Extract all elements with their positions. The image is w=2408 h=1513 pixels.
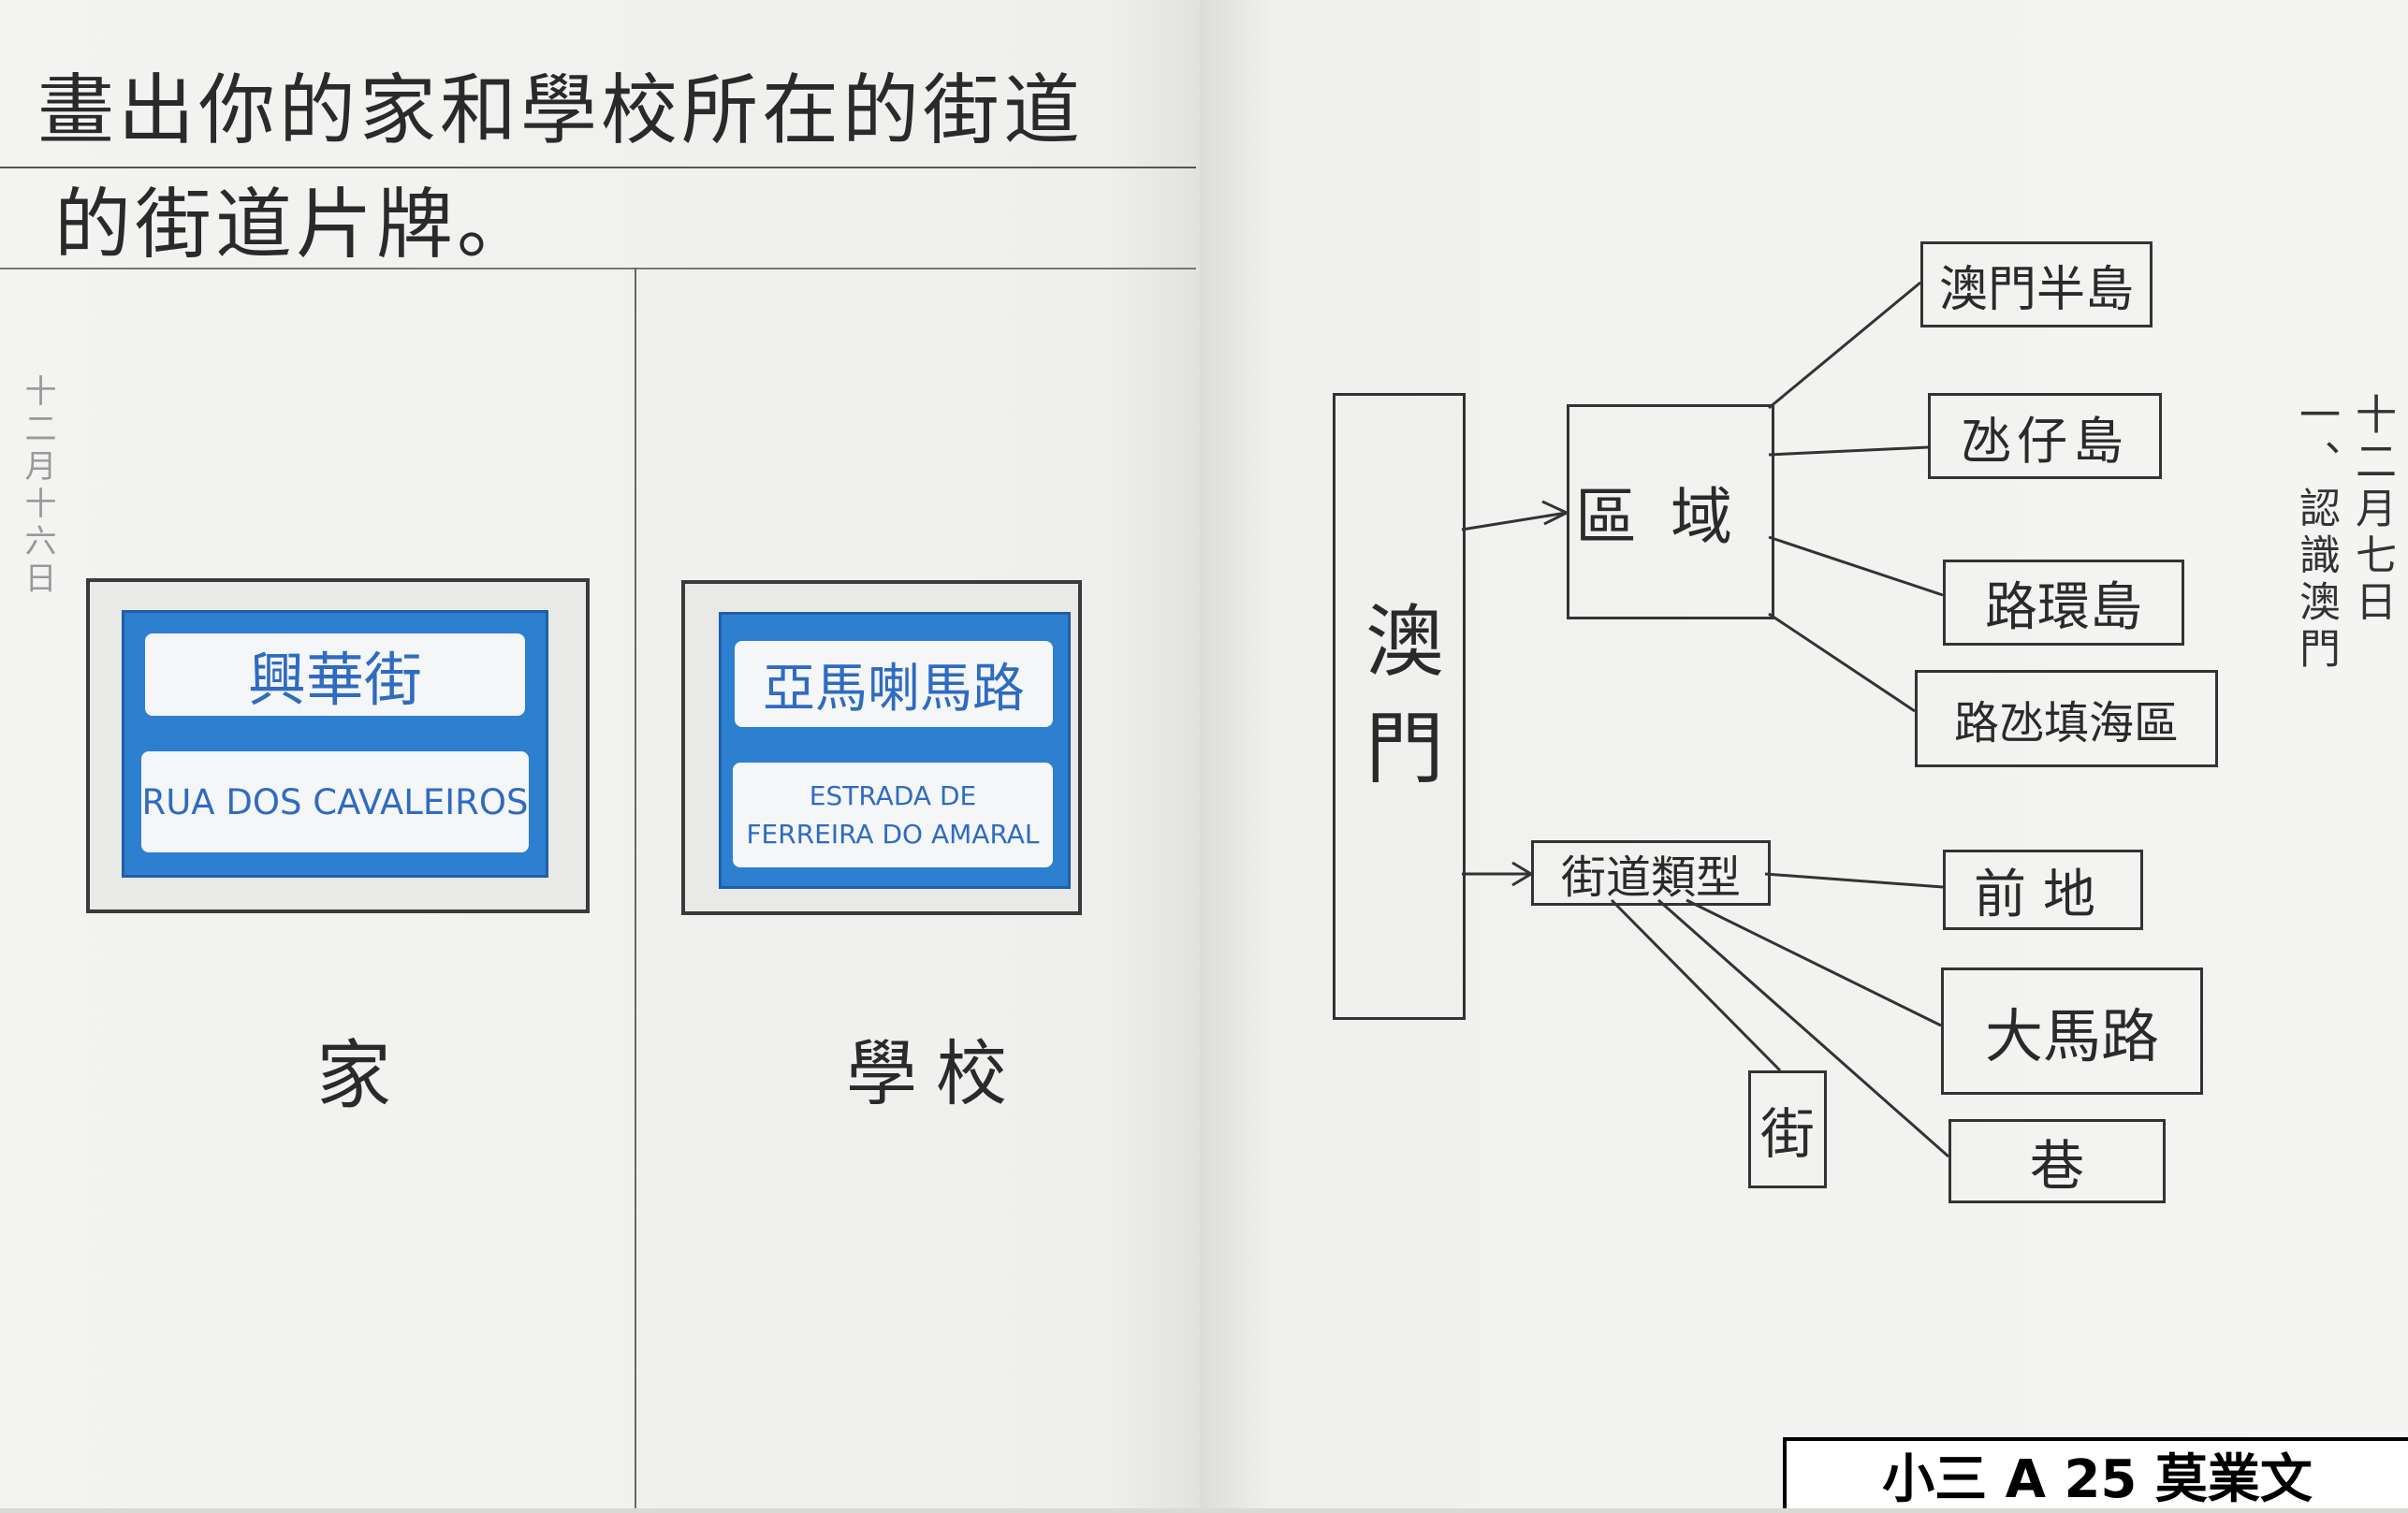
- topic-note: 一、認識澳門: [2292, 393, 2340, 674]
- instruction-underline: [0, 167, 1196, 168]
- connector-region-taipa: [1768, 445, 1929, 457]
- region-cotai: 路氹填海區: [1915, 670, 2218, 767]
- connector-region-peninsula: [1768, 281, 1921, 410]
- left-margin-date: 十二月十六日: [19, 374, 56, 599]
- home-street-sign: 興華街 RUA DOS CAVALEIROS: [122, 610, 548, 878]
- school-sign-portuguese-line-1: ESTRADA DE: [809, 780, 977, 811]
- mindmap-root: 澳門: [1333, 393, 1466, 1020]
- mindmap-root-label: 澳門: [1352, 600, 1445, 813]
- street-type-avenue: 大馬路: [1941, 967, 2203, 1095]
- region-coloane: 路環島: [1943, 560, 2184, 646]
- instruction-underline-2: [0, 268, 1196, 269]
- connector-root-region: [1461, 511, 1568, 531]
- school-sign-chinese: 亞馬喇馬路: [735, 641, 1053, 727]
- student-label: 小三 A 25 莫業文: [1783, 1437, 2408, 1510]
- column-divider: [635, 268, 636, 1508]
- school-sign-portuguese-line-2: FERREIRA DO AMARAL: [746, 819, 1040, 850]
- street-type-lane: 巷: [1948, 1119, 2166, 1203]
- connector-region-cotai: [1768, 612, 1916, 713]
- home-sign-chinese: 興華街: [145, 633, 525, 716]
- school-street-sign: 亞馬喇馬路 ESTRADA DE FERREIRA DO AMARAL: [719, 612, 1071, 889]
- region-taipa: 氹仔島: [1928, 393, 2162, 479]
- arrowhead-street-type: [1511, 861, 1534, 887]
- arrowhead-region: [1541, 500, 1570, 526]
- connector-type-avenue: [1686, 898, 1942, 1027]
- home-sign-portuguese: RUA DOS CAVALEIROS: [141, 751, 529, 852]
- left-page: 畫出你的家和學校所在的街道 的街道片牌。 十二月十六日 興華街 RUA DOS …: [0, 0, 1200, 1508]
- school-caption: 學校: [846, 1032, 1026, 1115]
- street-type-square: 前地: [1943, 850, 2143, 930]
- branch-region: 區域: [1567, 404, 1774, 619]
- school-sign-portuguese: ESTRADA DE FERREIRA DO AMARAL: [733, 763, 1053, 867]
- region-macau-peninsula: 澳門半島: [1920, 241, 2153, 327]
- connector-type-street: [1610, 898, 1782, 1072]
- date-note: 十二月七日: [2348, 393, 2396, 627]
- connector-type-lane: [1657, 898, 1949, 1158]
- home-caption: 家: [316, 1032, 391, 1119]
- instruction-line-1: 畫出你的家和學校所在的街道: [37, 66, 1085, 155]
- connector-region-coloane: [1768, 535, 1944, 597]
- branch-street-type: 街道類型: [1531, 840, 1771, 906]
- right-page: 澳門 區域 澳門半島 氹仔島 路環島 路氹填海區 街道類型 前地 大馬路 巷 街…: [1200, 0, 2408, 1508]
- instruction-line-2: 的街道片牌。: [54, 181, 538, 269]
- street-type-street: 街: [1748, 1070, 1827, 1188]
- mindmap-connectors: [1461, 281, 1949, 1158]
- connector-type-square: [1764, 872, 1944, 889]
